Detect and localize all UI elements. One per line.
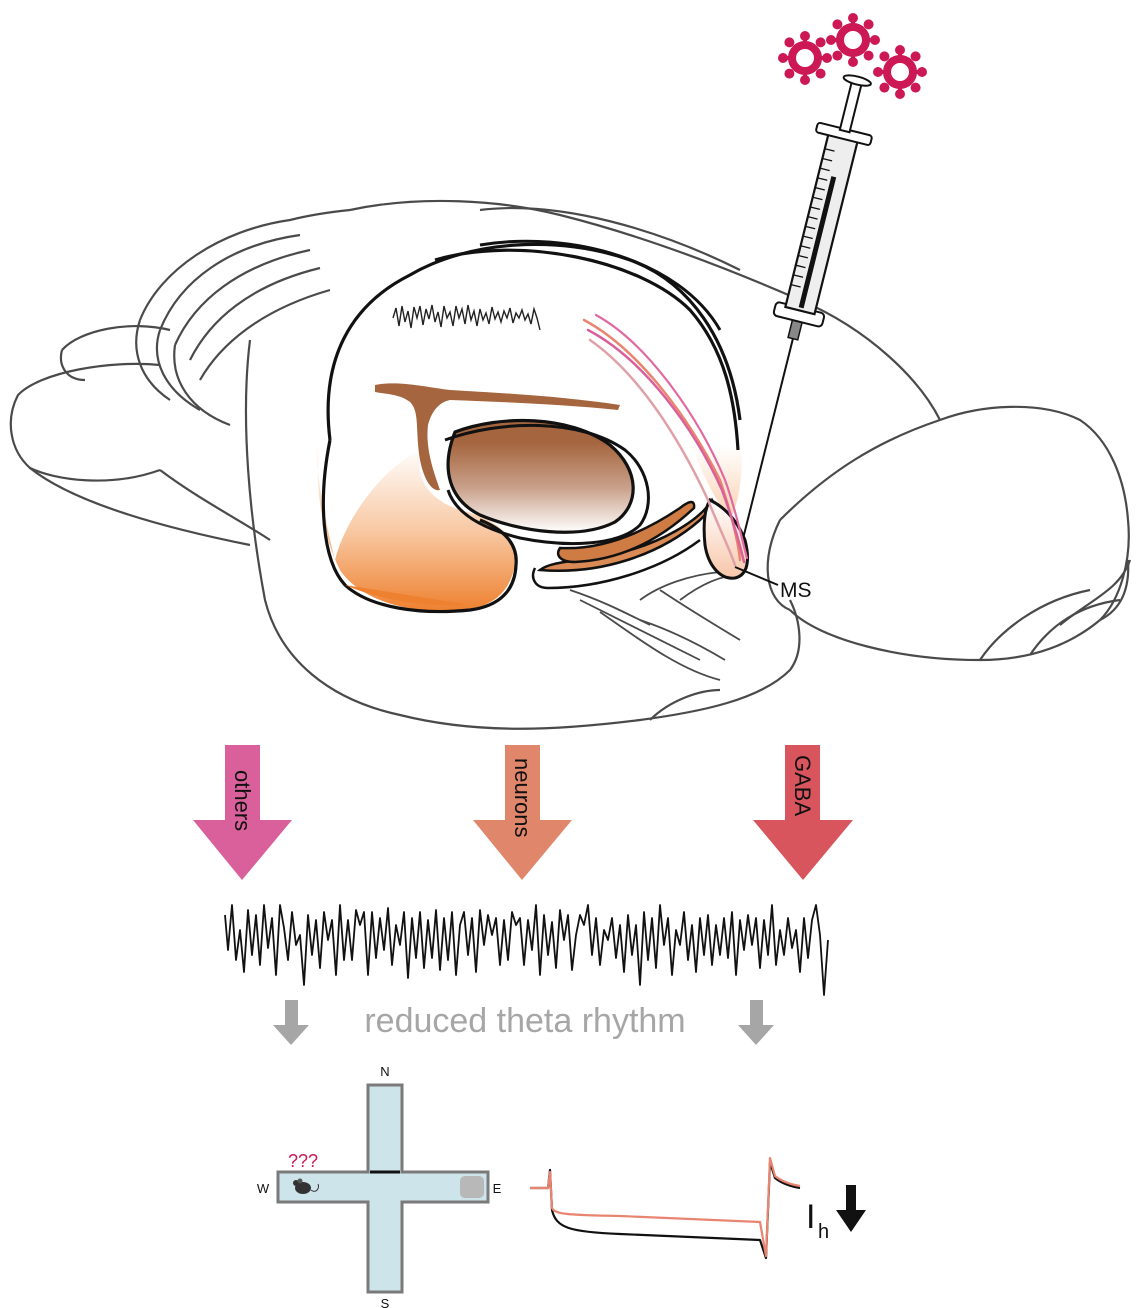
maze-south-label: S [381, 1296, 390, 1308]
arrow-neurons-label: neurons [510, 758, 535, 838]
reduced-theta-text: reduced theta rhythm [364, 1002, 685, 1040]
ms-label: MS [780, 579, 812, 602]
virus-icon [778, 31, 832, 85]
maze-west-label: W [257, 1181, 270, 1196]
arrow-neurons: neurons [473, 745, 572, 880]
arrow-others-label: others [230, 770, 255, 831]
ih-symbol: I [806, 1198, 815, 1236]
mouse-confused-text: ??? [288, 1151, 318, 1171]
subcortical-lines [570, 572, 740, 680]
arrow-gaba-label: GABA [790, 755, 815, 816]
theta-lfp-trace [225, 905, 828, 995]
arrow-others: others [193, 745, 292, 880]
maze-east-label: E [493, 1181, 502, 1196]
ih-label: I h [806, 1185, 866, 1243]
arrow-gaba: GABA [753, 745, 853, 880]
ih-decrease-arrow [836, 1185, 866, 1232]
maze-north-label: N [380, 1064, 389, 1079]
syringe [717, 70, 886, 542]
reduced-theta-arrow-left [273, 1000, 309, 1045]
virus-icon [873, 45, 927, 99]
cross-maze: ??? N S E W [257, 1064, 502, 1308]
ih-subscript: h [818, 1221, 829, 1243]
virus-icon [826, 13, 880, 67]
ih-current-traces [530, 1158, 800, 1258]
goal-platform [460, 1176, 484, 1198]
reduced-theta-arrow-right [738, 1000, 774, 1045]
